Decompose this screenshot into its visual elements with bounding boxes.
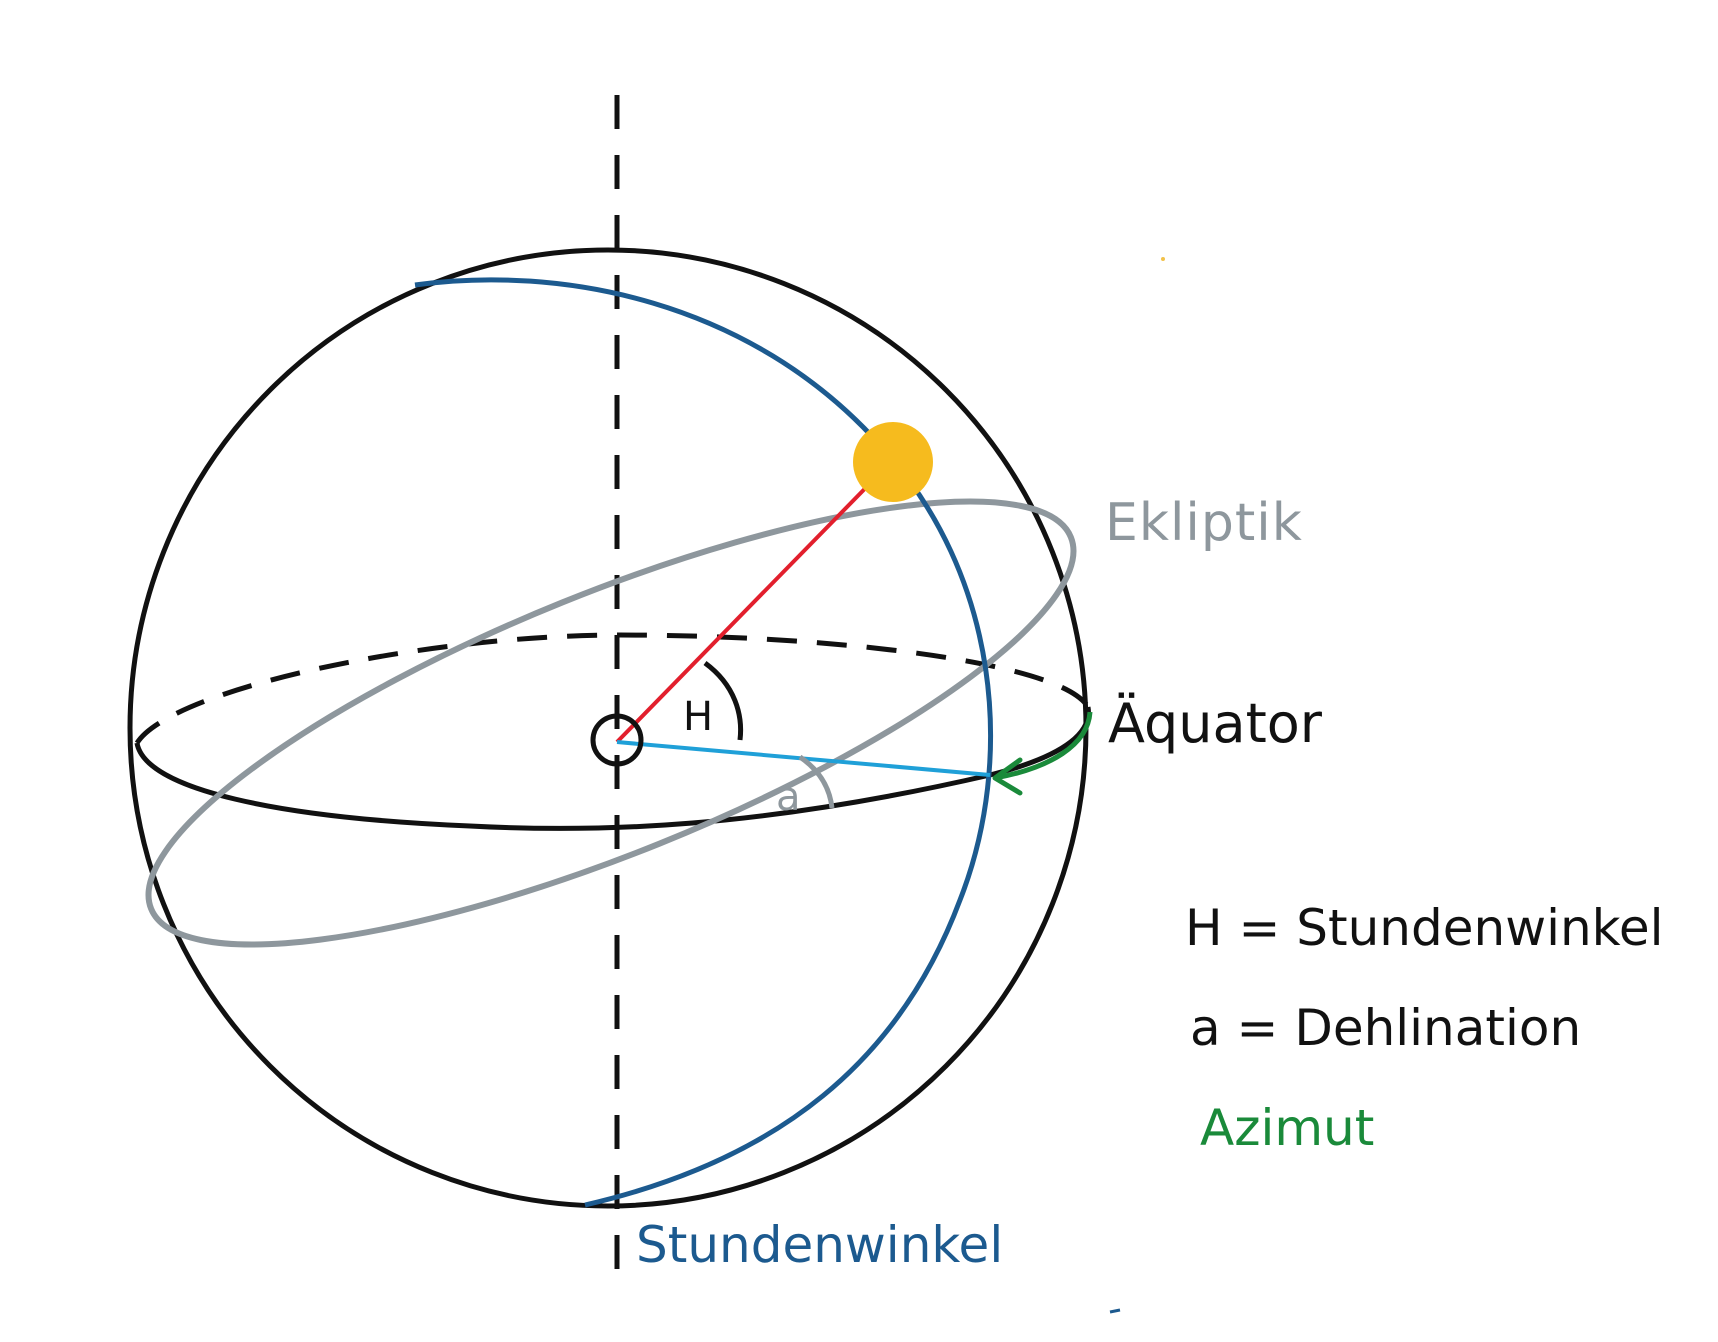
- legend-line-azimut: Azimut: [1200, 1099, 1374, 1157]
- equator-back: [134, 632, 1091, 745]
- azimut-arrowhead-icon: [992, 757, 1023, 796]
- aquator-label: Äquator: [1108, 692, 1323, 755]
- a-angle-arc: [798, 754, 835, 809]
- center-point-icon: [590, 713, 644, 767]
- legend-line-a: a = Dehlination: [1190, 999, 1581, 1057]
- ecliptic: [145, 498, 1077, 948]
- h-angle-label: H: [683, 694, 713, 740]
- a-angle-label: a: [776, 774, 801, 820]
- sun-icon: [853, 422, 933, 502]
- equator-front: [134, 706, 1091, 831]
- legend-line-h: H = Stundenwinkel: [1185, 899, 1664, 957]
- ekliptik-label: Ekliptik: [1105, 493, 1303, 553]
- azimut-arrow: [994, 711, 1093, 781]
- stray-dot: [1161, 257, 1165, 261]
- hour-circle: [414, 277, 994, 1208]
- sphere-outline: [127, 247, 1089, 1209]
- h-angle-arc: [703, 660, 744, 741]
- hour-circle-label: Stundenwinkel: [636, 1216, 1003, 1274]
- stray-mark: [1109, 1308, 1121, 1314]
- sun-ray: [615, 461, 892, 744]
